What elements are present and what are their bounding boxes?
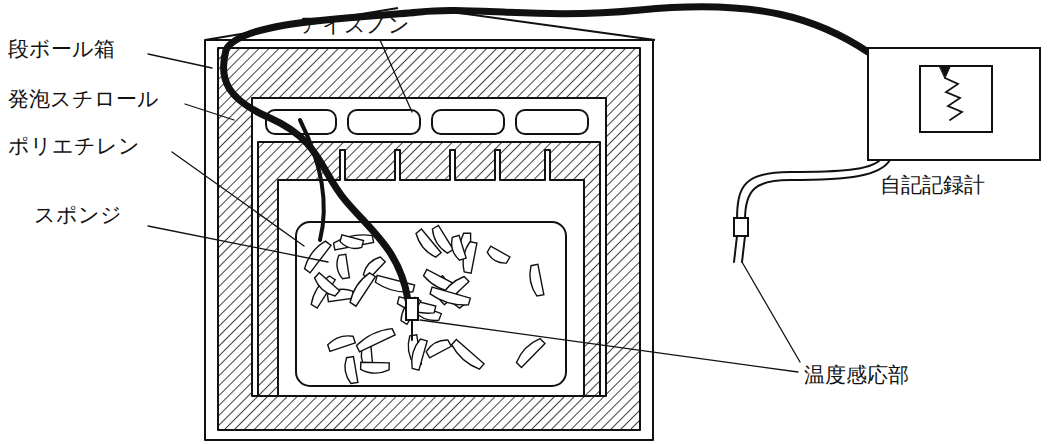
part-label: スポンジ [34,204,122,227]
sponge-piece [361,362,390,373]
probe-cable [223,7,868,300]
sponge-piece [452,235,467,260]
part-label: 段ボール箱 [8,38,115,61]
sponge-pieces [305,225,545,383]
ice-pack [516,110,588,134]
icepack-label: アイスノン [300,14,410,37]
part-label: 発泡スチロール [8,88,159,111]
recorder-window [920,66,992,132]
sponge-piece [328,336,356,352]
ice-pack [432,110,504,134]
sponge-piece [430,287,470,305]
device-label: 自記記録計 [880,174,985,197]
cardboard-box [205,40,653,440]
polyethylene-bag [296,222,566,386]
leader-line [172,152,304,246]
probe-cable [745,160,890,220]
ice-pack [348,110,420,134]
leader-line [380,40,412,112]
sponge-piece [516,339,545,368]
sponge-piece [412,339,428,370]
temperature-sensor [734,236,745,262]
sponge-piece [334,235,374,250]
recorder-pen [940,67,950,78]
leader-line [420,320,798,372]
sponge-piece [337,254,349,278]
sponge-piece [345,357,358,384]
sponge-piece [305,241,331,273]
temperature-sensor [411,320,413,340]
sponge-piece [315,273,340,296]
recorder-trace [945,78,962,120]
sponge-piece [426,340,451,358]
leader-line [742,262,800,362]
sponge-piece [487,246,510,263]
sponge-piece [452,339,484,369]
leader-line [148,226,328,262]
sponge-piece [350,273,375,306]
probe-cable [737,160,880,220]
temperature-sensor [406,298,418,320]
temperature-sensor [734,218,748,236]
sponge-piece [401,297,421,324]
sponge-piece [357,329,396,352]
chart-recorder [868,48,1040,160]
styrofoam-shelf [258,142,600,396]
leader-line [148,54,212,68]
leader-line [185,104,234,120]
part-label: ポリエチレン [8,135,140,158]
sponge-piece [416,229,441,257]
probe-cable [300,120,324,240]
sponge-piece [530,264,544,296]
sponge-piece [340,235,363,249]
part-label: 温度感応部 [804,364,909,387]
styrofoam-wall [218,48,640,430]
